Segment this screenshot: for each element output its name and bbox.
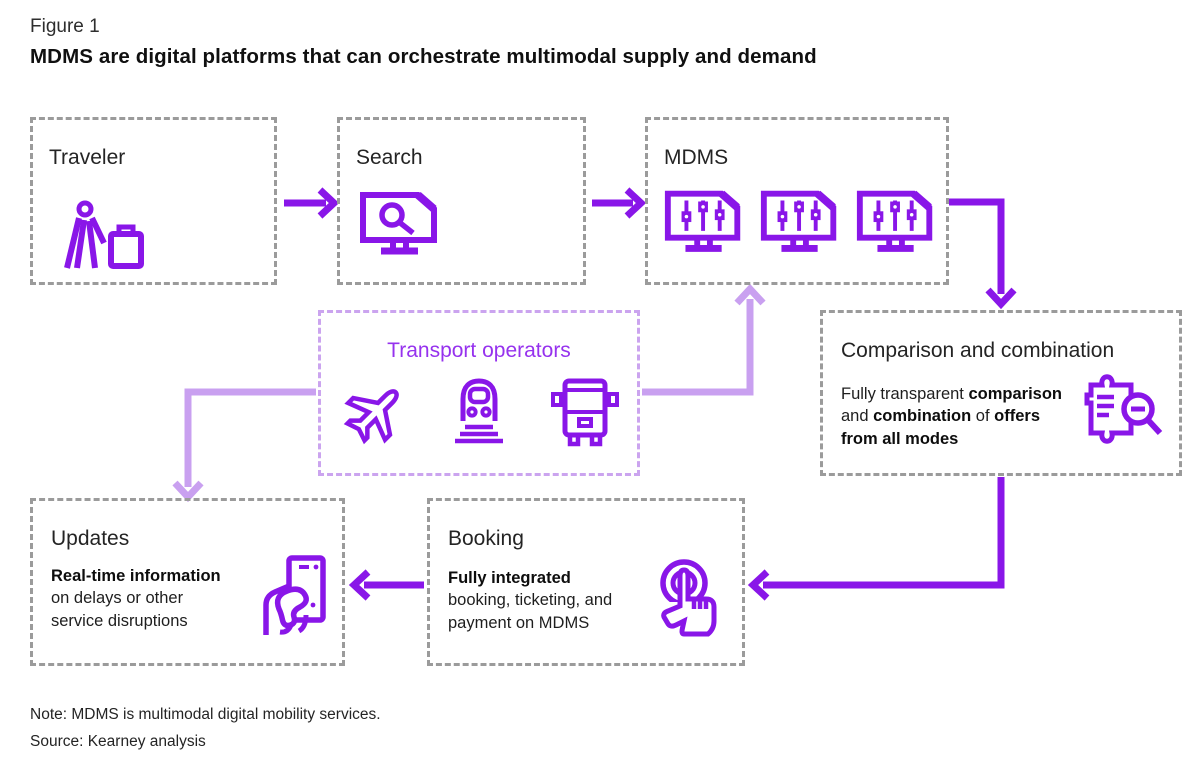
comparison-box: Comparison and combination Fully transpa… [820, 310, 1182, 476]
transport-mode-icons [321, 373, 637, 457]
note-text: Note: MDMS is multimodal digital mobilit… [30, 706, 381, 723]
figure-label: Figure 1 [30, 16, 100, 37]
figure-title: MDMS are digital platforms that can orch… [30, 45, 817, 68]
monitor-sliders-icon [856, 190, 933, 252]
arrow-transport-to-mdms [642, 283, 766, 396]
arrow-mdms-to-comparison [949, 198, 1017, 310]
mdms-box-title: MDMS [664, 146, 729, 169]
source-text: Source: Kearney analysis [30, 733, 206, 750]
hand-holding-phone-icon [263, 555, 326, 635]
arrow-traveler-to-search [284, 187, 340, 219]
mdms-box: MDMS [645, 117, 949, 285]
mdms-monitor-icons [661, 188, 943, 260]
booking-box-title: Booking [448, 527, 524, 550]
arrow-transport-to-updates [172, 388, 316, 503]
document-compare-magnifier-icon [1084, 374, 1163, 444]
monitor-sliders-icon [664, 190, 741, 252]
monitor-search-icon [360, 191, 437, 255]
tap-finger-icon [658, 559, 720, 637]
arrow-comparison-to-booking [747, 477, 1005, 601]
transport-operators-title: Transport operators [387, 339, 571, 362]
bus-icon [551, 378, 619, 447]
comparison-box-title: Comparison and combination [841, 339, 1115, 362]
plane-icon [343, 389, 399, 445]
traveler-box-title: Traveler [49, 146, 126, 169]
arrow-search-to-mdms [592, 187, 647, 219]
updates-box-title: Updates [51, 527, 130, 550]
search-box: Search [337, 117, 586, 285]
search-box-title: Search [356, 146, 423, 169]
train-icon [455, 378, 503, 444]
traveler-box: Traveler [30, 117, 277, 285]
arrow-booking-to-updates [348, 569, 424, 601]
traveler-with-luggage-icon [64, 200, 144, 269]
monitor-sliders-icon [760, 190, 837, 252]
transport-operators-box: Transport operators [318, 310, 640, 476]
